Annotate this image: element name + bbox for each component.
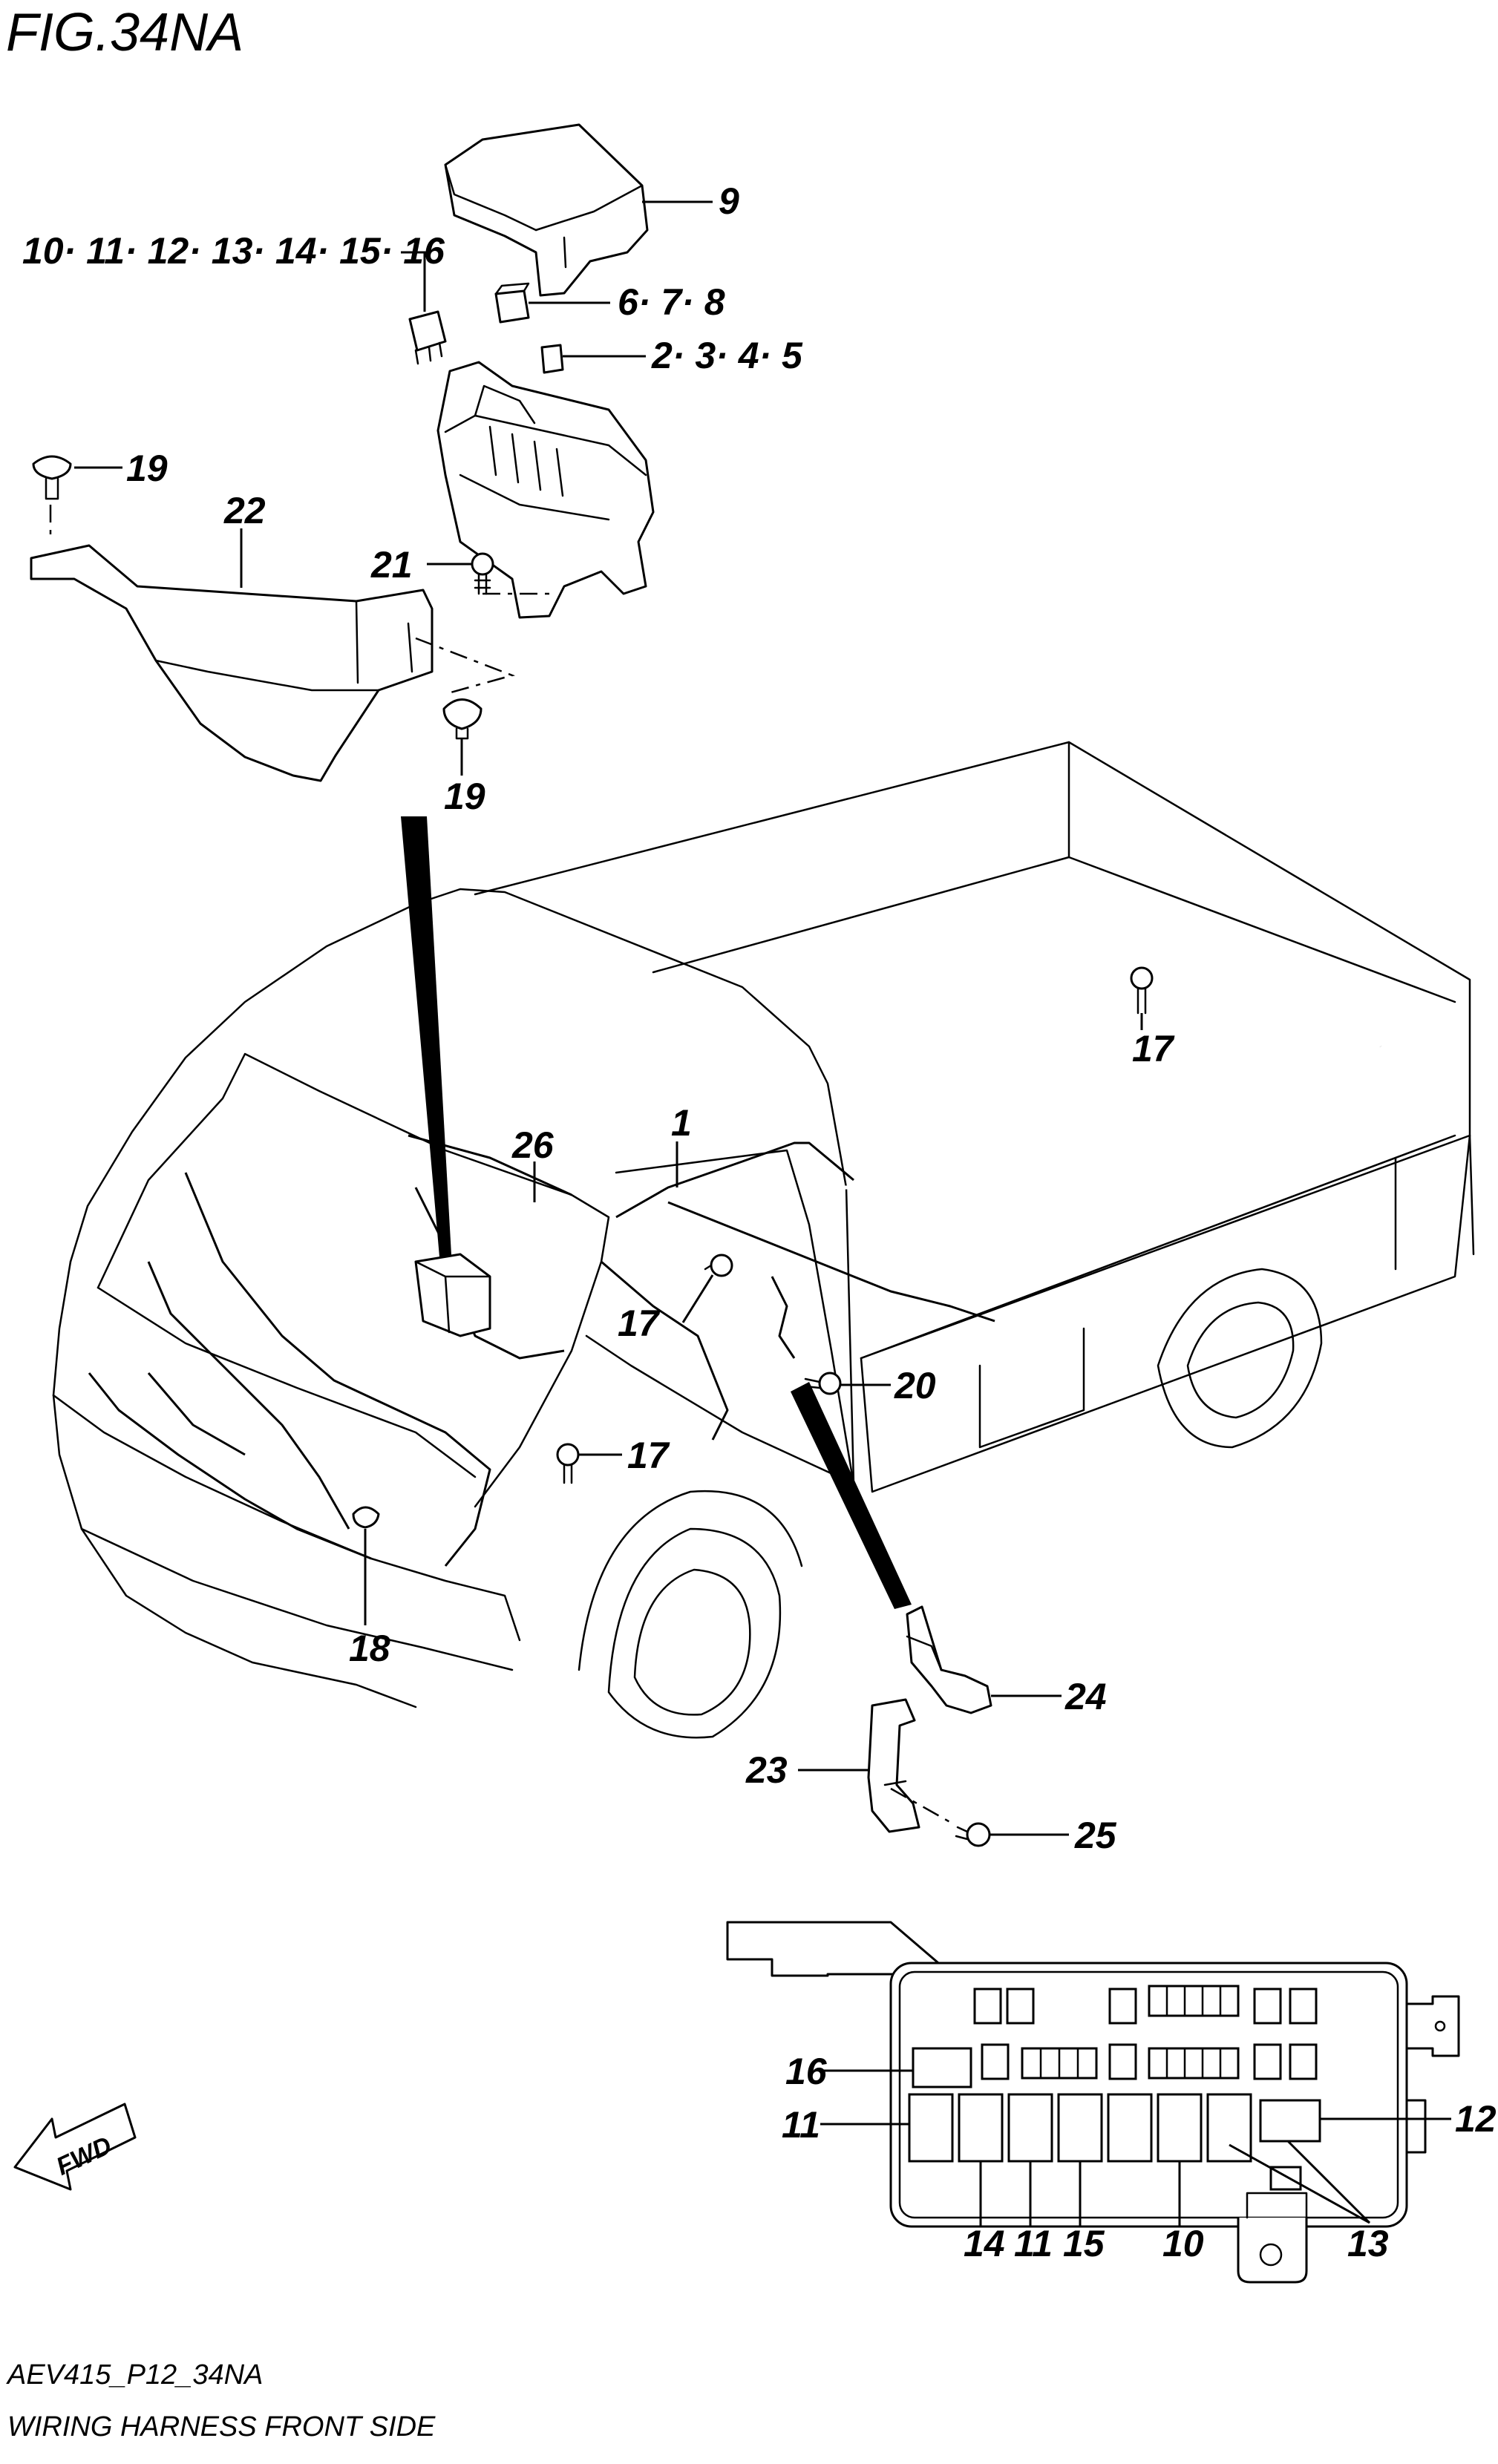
- callout-6-8: 6· 7· 8: [618, 281, 725, 323]
- bracket-23: [867, 1698, 920, 1833]
- bracket-cover-22: [30, 544, 434, 782]
- callout-fb14: 14: [964, 2223, 1005, 2264]
- clip-19-lower: [442, 698, 483, 740]
- figure-title: FIG.34NA: [6, 3, 243, 62]
- footer-code: AEV415_P12_34NA: [6, 2359, 263, 2391]
- callout-1: 1: [671, 1102, 692, 1144]
- leader-fb13a: [1229, 2143, 1370, 2224]
- pointer-arrow-lower: [791, 1382, 912, 1609]
- screw-25: [955, 1822, 991, 1847]
- callout-fb15: 15: [1063, 2223, 1105, 2264]
- leader-fb13b: [1286, 2140, 1371, 2224]
- callout-18: 18: [349, 1628, 390, 1669]
- pointer-arrow-upper: [401, 816, 454, 1308]
- fwd-arrow-icon: FWD: [13, 2103, 137, 2191]
- callout-22: 22: [223, 490, 266, 531]
- callout-fb13: 13: [1347, 2223, 1389, 2264]
- callout-23: 23: [745, 1749, 788, 1791]
- callout-fb16: 16: [785, 2051, 828, 2092]
- callout-fb10: 10: [1162, 2223, 1204, 2264]
- clip-18: [352, 1506, 380, 1529]
- callout-fb12: 12: [1455, 2098, 1497, 2140]
- truck-outline: [52, 741, 1475, 1739]
- screw-17-front: [556, 1443, 580, 1484]
- callout-9: 9: [719, 180, 739, 222]
- callout-26: 26: [511, 1124, 555, 1166]
- callout-21: 21: [370, 544, 413, 586]
- callout-fb11b: 11: [1014, 2223, 1053, 2264]
- fuse-box-body: [436, 361, 655, 619]
- callout-2-5: 2· 3· 4· 5: [651, 335, 803, 376]
- callout-20: 20: [894, 1365, 936, 1406]
- fuse-row-middle: [912, 2043, 1318, 2088]
- main-harness: [88, 944, 1383, 1567]
- callout-fb11: 11: [782, 2104, 820, 2146]
- footer-title: WIRING HARNESS FRONT SIDE: [7, 2411, 436, 2442]
- fuse: [540, 344, 564, 374]
- fuse-row-top: [973, 1985, 1318, 2025]
- dash-23: [890, 1787, 955, 1826]
- screw-21: [471, 552, 494, 595]
- callout-17-rear: 17: [1132, 1028, 1175, 1069]
- sensor-24: [906, 1605, 992, 1714]
- relay: [408, 310, 447, 365]
- callout-25: 25: [1074, 1815, 1117, 1856]
- dash-22: [415, 637, 515, 695]
- screw-17-rear: [1130, 966, 1154, 1015]
- callout-19-upper: 19: [126, 448, 168, 489]
- harness-module: [414, 1253, 491, 1337]
- callout-24: 24: [1064, 1676, 1107, 1717]
- callout-17-mid: 17: [618, 1303, 661, 1344]
- screw-17-mid: [704, 1254, 733, 1277]
- leader-10-16: [401, 251, 426, 312]
- small-relay: [494, 282, 530, 324]
- fuse-box-cover: [444, 123, 649, 297]
- fuse-row-bottom: [908, 2093, 1321, 2191]
- callout-17-front: 17: [627, 1435, 670, 1476]
- callout-10-16: 10· 11· 12· 13· 14· 15· 16: [22, 230, 445, 272]
- clip-19-upper: [32, 455, 72, 500]
- callout-19-lower: 19: [444, 776, 485, 817]
- leader-17-mid: [681, 1274, 714, 1323]
